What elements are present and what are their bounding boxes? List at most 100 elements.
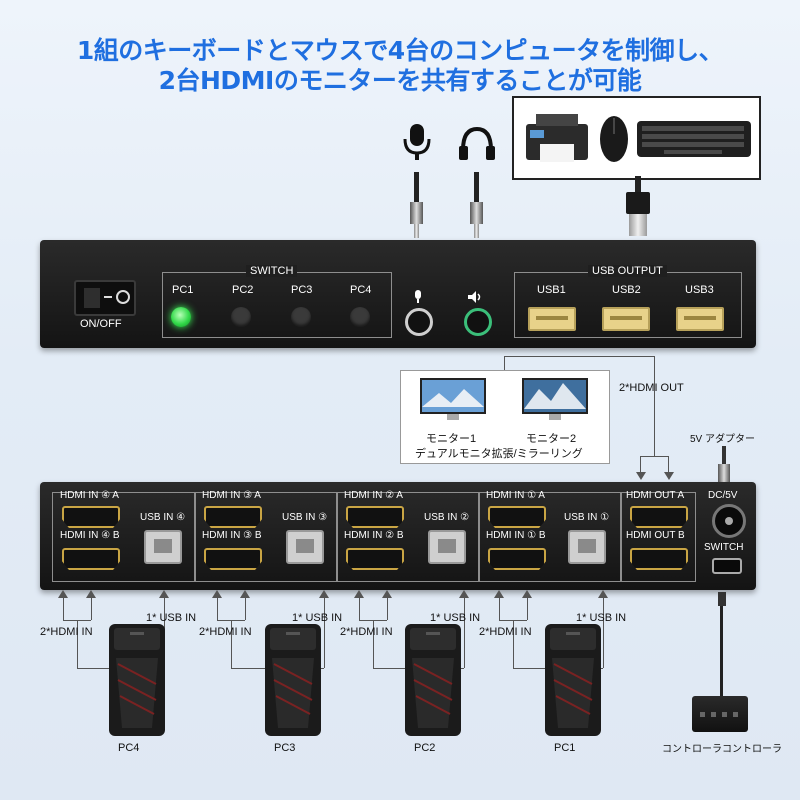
headphone-plug — [470, 202, 483, 224]
pc4-tower-icon — [109, 624, 165, 736]
pc2-button[interactable] — [231, 307, 251, 327]
hdmi-in-1b-port[interactable] — [488, 548, 546, 570]
mic-jack[interactable] — [405, 308, 433, 336]
headphone-cable — [474, 172, 479, 202]
hdmi-in-4b-label: HDMI IN ④ B — [60, 530, 120, 541]
controller-device[interactable] — [692, 696, 748, 732]
usb2-port[interactable] — [602, 307, 650, 331]
adapter-label: 5V アダプター — [690, 434, 756, 445]
hdmi-out-line-split — [640, 456, 668, 457]
pc2-usb-in-label: 1* USB IN — [430, 612, 481, 624]
monitor-mode-text: デュアルモニタ拡張/ミラーリング — [415, 448, 583, 460]
pc2-usb-arrow — [459, 590, 469, 598]
usb-in-4-port[interactable] — [144, 530, 182, 564]
pc4-button[interactable] — [350, 307, 370, 327]
hdmi-in-3b-port[interactable] — [204, 548, 262, 570]
pc2-hdmi-line-b — [387, 598, 388, 620]
pc3-hdmi-line-b — [245, 598, 246, 620]
pc3-usb-in-label: 1* USB IN — [292, 612, 343, 624]
group-2-box — [336, 492, 480, 582]
hdmi-in-4a-label: HDMI IN ④ A — [60, 490, 119, 501]
hdmi-in-3a-port[interactable] — [204, 506, 262, 528]
hdmi-in-1b-label: HDMI IN ① B — [486, 530, 546, 541]
hdmi-in-2b-port[interactable] — [346, 548, 404, 570]
usb-plug-metal — [629, 214, 647, 236]
usb3-label: USB3 — [685, 284, 714, 296]
pc1-hdmi-line-a — [499, 598, 500, 620]
hdmi-in-2a-label: HDMI IN ② A — [344, 490, 403, 501]
hdmi-in-4a-port[interactable] — [62, 506, 120, 528]
controller-cable — [720, 606, 723, 696]
pc1-label: PC1 — [554, 742, 576, 754]
pc1-hdmi-line-pc — [513, 668, 545, 669]
keyboard-icon — [637, 121, 751, 157]
usb3-port[interactable] — [676, 307, 724, 331]
pc2-hdmi-line-a — [359, 598, 360, 620]
hdmi-in-2b-label: HDMI IN ② B — [344, 530, 404, 541]
usb-in-3-port[interactable] — [286, 530, 324, 564]
hdmi-in-1a-label: HDMI IN ① A — [486, 490, 545, 501]
pc2-hdmi-in-label: 2*HDMI IN — [340, 626, 393, 638]
kvm-rear-panel: HDMI IN ④ A HDMI IN ④ B USB IN ④ HDMI IN… — [40, 482, 756, 590]
pc4-hdmi-arrow-a — [58, 590, 68, 598]
pc4-hdmi-arrow-b — [86, 590, 96, 598]
usb-in-2-label: USB IN ② — [424, 512, 470, 523]
monitors-box: モニター1 モニター2 デュアルモニタ拡張/ミラーリング — [400, 370, 610, 464]
hdmi-out-line-right — [654, 356, 655, 456]
pc2-label: PC2 — [232, 284, 254, 296]
usb-in-1-port[interactable] — [568, 530, 606, 564]
pc3-hdmi-line-pc — [231, 668, 265, 669]
hdmi-in-4b-port[interactable] — [62, 548, 120, 570]
usb1-port[interactable] — [528, 307, 576, 331]
hdmi-out-line-b — [668, 456, 669, 474]
pc1-tower-icon — [545, 624, 601, 736]
hdmi-out-a-label: HDMI OUT A — [626, 490, 685, 501]
pc3-label: PC3 — [274, 742, 296, 754]
headline-line-2: 2台HDMIのモニターを共有することが可能 — [158, 66, 642, 95]
pc4-label: PC4 — [350, 284, 372, 296]
pc3-hdmi-line-a — [217, 598, 218, 620]
controller-plug — [718, 592, 726, 606]
hdmi-in-3b-label: HDMI IN ③ B — [202, 530, 262, 541]
pc2-tower-icon — [405, 624, 461, 736]
controller-label: コントローラコントローラ — [662, 744, 782, 755]
peripherals-box — [512, 96, 761, 180]
pc4-hdmi-line-drop — [77, 620, 78, 668]
pc1-hdmi-arrow-b — [522, 590, 532, 598]
hdmi-out-b-port[interactable] — [630, 548, 688, 570]
audio-out-jack[interactable] — [464, 308, 492, 336]
hdmi-out-a-port[interactable] — [630, 506, 688, 528]
mouse-icon — [600, 116, 628, 162]
controller-port[interactable] — [712, 558, 742, 574]
pc1-button[interactable] — [171, 307, 191, 327]
hdmi-in-1a-port[interactable] — [488, 506, 546, 528]
usb-cable — [635, 176, 641, 194]
mic-plug-tip — [414, 224, 419, 238]
hdmi-in-2a-port[interactable] — [346, 506, 404, 528]
power-switch[interactable] — [74, 280, 136, 316]
pc3-usb-arrow — [319, 590, 329, 598]
dc-power-port[interactable] — [712, 504, 746, 538]
pc1-label: PC1 — [172, 284, 194, 296]
pc2-hdmi-line-drop — [373, 620, 374, 668]
hdmi-out-line-a — [640, 456, 641, 474]
pc1-hdmi-arrow-a — [494, 590, 504, 598]
pc3-usb-line — [324, 598, 325, 668]
pc2-label: PC2 — [414, 742, 436, 754]
pc3-tower-icon — [265, 624, 321, 736]
usb-in-4-label: USB IN ④ — [140, 512, 186, 523]
monitor-2-icon — [522, 378, 588, 420]
monitor-1-label: モニター1 — [426, 433, 477, 445]
pc1-usb-in-label: 1* USB IN — [576, 612, 627, 624]
usb-in-2-port[interactable] — [428, 530, 466, 564]
pc4-label: PC4 — [118, 742, 140, 754]
pc3-button[interactable] — [291, 307, 311, 327]
usb-plug-body — [626, 192, 650, 214]
usb-in-3-label: USB IN ③ — [282, 512, 328, 523]
pc1-usb-arrow — [598, 590, 608, 598]
microphone-icon — [403, 124, 431, 160]
group-1-box — [478, 492, 622, 582]
hdmi-out-line-top — [504, 356, 654, 357]
rear-switch-label: SWITCH — [704, 542, 744, 553]
mic-jack-icon — [415, 290, 421, 303]
